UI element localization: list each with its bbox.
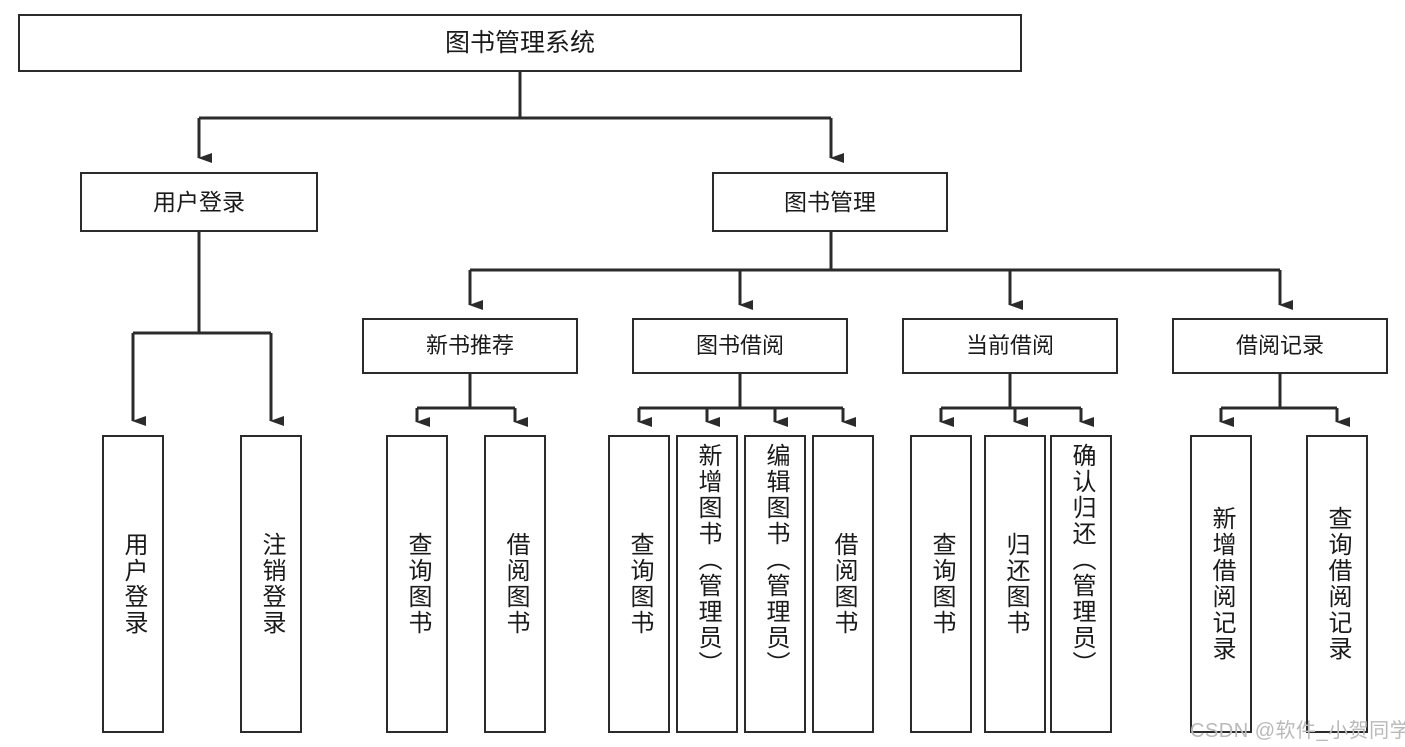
node-root-label: 图书管理系统 — [444, 28, 595, 57]
leaf-add-borrow-record[interactable]: 新增借阅记录 — [1190, 435, 1252, 733]
leaf-user-login-label: 用户登录 — [119, 532, 147, 636]
leaf-borrow-book-2[interactable]: 借阅图书 — [812, 435, 874, 733]
node-user-login[interactable]: 用户登录 — [80, 172, 318, 232]
leaf-query-book-3-label: 查询图书 — [927, 532, 955, 636]
leaf-confirm-return-admin[interactable]: 确认归还（管理员） — [1050, 435, 1112, 733]
leaf-query-book-1-label: 查询图书 — [403, 532, 431, 636]
leaf-query-book-3[interactable]: 查询图书 — [910, 435, 972, 733]
leaf-query-borrow-record-label: 查询借阅记录 — [1323, 506, 1351, 662]
leaf-borrow-book-1-label: 借阅图书 — [501, 532, 529, 636]
node-new-book-recommend-label: 新书推荐 — [425, 333, 514, 359]
node-borrow-records-label: 借阅记录 — [1235, 333, 1324, 359]
leaf-edit-book-admin[interactable]: 编辑图书（管理员） — [744, 435, 806, 733]
leaf-confirm-return-admin-label: 确认归还（管理员） — [1067, 443, 1095, 677]
node-root[interactable]: 图书管理系统 — [18, 14, 1022, 72]
leaf-return-book[interactable]: 归还图书 — [984, 435, 1046, 733]
leaf-borrow-book-1[interactable]: 借阅图书 — [484, 435, 546, 733]
leaf-user-login[interactable]: 用户登录 — [102, 435, 164, 733]
node-book-borrow-label: 图书借阅 — [695, 333, 784, 359]
leaf-edit-book-admin-label: 编辑图书（管理员） — [761, 443, 789, 677]
node-book-borrow[interactable]: 图书借阅 — [632, 318, 848, 374]
leaf-add-book-admin[interactable]: 新增图书（管理员） — [676, 435, 738, 733]
leaf-return-book-label: 归还图书 — [1001, 532, 1029, 636]
node-current-borrow-label: 当前借阅 — [965, 333, 1054, 359]
node-book-management[interactable]: 图书管理 — [712, 172, 948, 232]
leaf-logout-label: 注销登录 — [257, 532, 285, 636]
leaf-query-book-2-label: 查询图书 — [625, 532, 653, 636]
leaf-add-book-admin-label: 新增图书（管理员） — [693, 443, 721, 677]
leaf-add-borrow-record-label: 新增借阅记录 — [1207, 506, 1235, 662]
watermark-text: CSDN @软件_小贺同学 — [1190, 720, 1405, 742]
leaf-logout[interactable]: 注销登录 — [240, 435, 302, 733]
node-current-borrow[interactable]: 当前借阅 — [902, 318, 1118, 374]
node-user-login-label: 用户登录 — [153, 188, 245, 215]
leaf-query-borrow-record[interactable]: 查询借阅记录 — [1306, 435, 1368, 733]
node-borrow-records[interactable]: 借阅记录 — [1172, 318, 1388, 374]
leaf-borrow-book-2-label: 借阅图书 — [829, 532, 857, 636]
leaf-query-book-1[interactable]: 查询图书 — [386, 435, 448, 733]
leaf-query-book-2[interactable]: 查询图书 — [608, 435, 670, 733]
node-book-management-label: 图书管理 — [784, 188, 876, 215]
node-new-book-recommend[interactable]: 新书推荐 — [362, 318, 578, 374]
